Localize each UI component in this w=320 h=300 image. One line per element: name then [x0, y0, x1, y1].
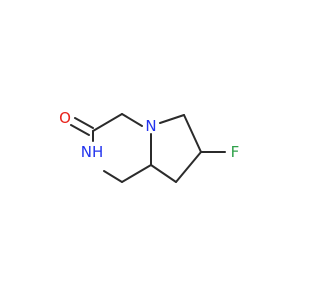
bond-group: [70, 113, 226, 183]
bond-carbonyl-double-a: [74, 117, 94, 129]
molecule-structure-diagram: O N NH F: [59, 109, 240, 183]
bond-n5-c6: [159, 114, 185, 124]
bond-c6-c7: [183, 114, 202, 153]
bond-c7-c8: [175, 151, 202, 183]
bond-c8-c8a: [150, 164, 177, 183]
bond-c3-c4: [92, 113, 123, 132]
atom-label-fluorine: F: [231, 143, 240, 161]
atom-label-ring-nitrogen: N: [145, 117, 156, 135]
bond-c4-n5: [121, 113, 143, 127]
atom-label-amide-nh: NH: [81, 143, 104, 161]
bond-carbonyl-double-b: [70, 124, 90, 136]
bond-c8a-c1: [121, 164, 152, 183]
atom-label-group: O N NH F: [59, 109, 239, 161]
atom-label-oxygen: O: [59, 109, 71, 127]
bond-c1-n2: [103, 170, 123, 183]
